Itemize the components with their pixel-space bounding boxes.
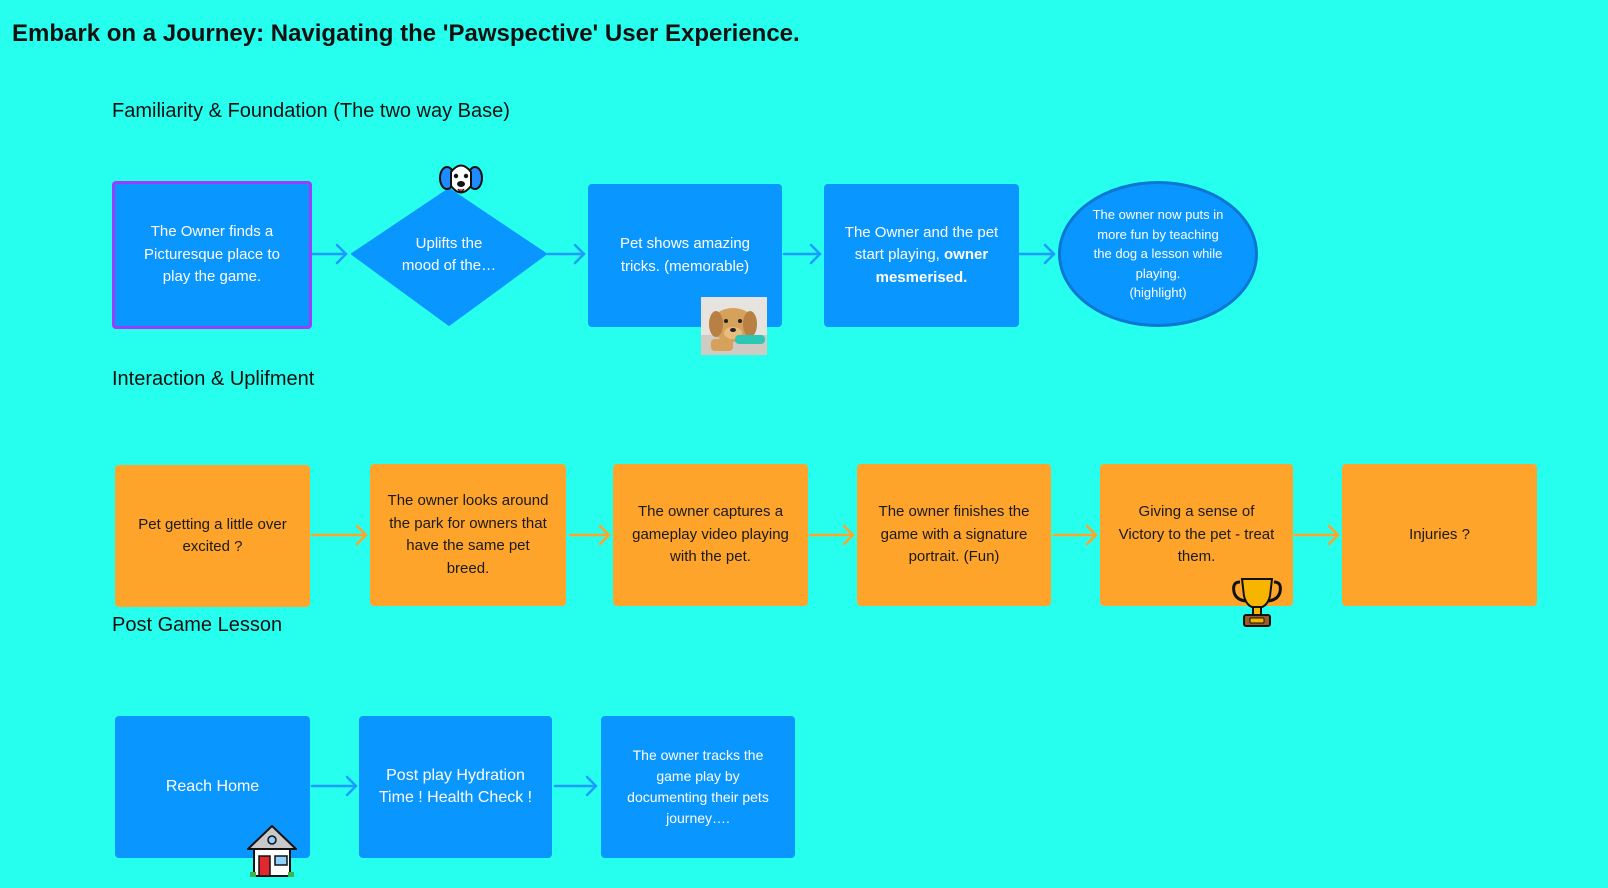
node-signature-portrait-label: The owner finishes the game with a signa…: [878, 503, 1030, 566]
node-injuries-label: Injuries ?: [1409, 525, 1470, 543]
arrow-r1-4[interactable]: [1018, 243, 1056, 265]
node-highlight-tag: (highlight): [1129, 285, 1187, 301]
arrow-r2-3[interactable]: [808, 524, 855, 546]
section-heading-post-game: Post Game Lesson: [112, 614, 283, 636]
arrow-r2-5[interactable]: [1293, 524, 1340, 546]
node-highlight-ellipse[interactable]: The owner now puts in more fun by teachi…: [1058, 181, 1258, 327]
node-hydration-label: Post play Hydration Time ! Health Check …: [378, 766, 533, 807]
puppy-photo: [701, 297, 767, 355]
node-over-excited-label: Pet getting a little over excited ?: [138, 515, 287, 556]
arrow-r2-1[interactable]: [310, 524, 368, 546]
node-find-place[interactable]: The Owner finds a Picturesque place to p…: [112, 181, 312, 329]
section-heading-interaction: Interaction & Uplifment: [112, 368, 315, 390]
node-start-playing-label: The Owner and the pet start playing, own…: [824, 222, 1019, 290]
node-highlight-label: The owner now puts in more fun by teachi…: [1061, 205, 1255, 303]
node-over-excited[interactable]: Pet getting a little over excited ?: [115, 465, 310, 607]
node-track-journey-label: The owner tracks the game play by docume…: [627, 747, 769, 826]
arrow-r3-2[interactable]: [553, 775, 598, 797]
node-look-around[interactable]: The owner looks around the park for owne…: [370, 464, 566, 606]
arrow-r1-1[interactable]: [304, 243, 348, 265]
arrow-r2-2[interactable]: [568, 524, 611, 546]
arrow-r2-4[interactable]: [1052, 524, 1098, 546]
arrow-r1-2[interactable]: [546, 243, 586, 265]
house-icon: [247, 825, 297, 877]
dog-face-icon: [439, 164, 483, 194]
node-uplifts-mood-label: Uplifts the mood of the…: [401, 234, 497, 275]
node-pet-tricks-label: Pet shows amazing tricks. (memorable): [619, 235, 751, 275]
node-injuries[interactable]: Injuries ?: [1342, 464, 1537, 606]
arrow-r3-1[interactable]: [310, 775, 358, 797]
node-reach-home-label: Reach Home: [165, 777, 260, 795]
node-start-playing-text: The Owner and the pet start playing,: [844, 223, 999, 264]
node-signature-portrait[interactable]: The owner finishes the game with a signa…: [857, 464, 1051, 606]
node-highlight-text: The owner now puts in more fun by teachi…: [1092, 207, 1224, 281]
node-capture-video[interactable]: The owner captures a gameplay video play…: [613, 464, 808, 606]
node-hydration[interactable]: Post play Hydration Time ! Health Check …: [359, 716, 552, 858]
node-start-playing[interactable]: The Owner and the pet start playing, own…: [824, 184, 1019, 327]
node-capture-video-label: The owner captures a gameplay video play…: [632, 503, 789, 566]
page-title: Embark on a Journey: Navigating the 'Paw…: [12, 20, 800, 47]
node-uplifts-mood: Uplifts the mood of the…: [395, 225, 503, 285]
node-track-journey[interactable]: The owner tracks the game play by docume…: [601, 716, 795, 858]
node-find-place-label: The Owner finds a Picturesque place to p…: [144, 223, 280, 286]
node-victory-treat-label: Giving a sense of Victory to the pet - t…: [1118, 503, 1275, 566]
node-look-around-label: The owner looks around the park for owne…: [387, 492, 549, 577]
node-uplifts-mood-diamond[interactable]: [350, 187, 548, 327]
node-start-playing-bold: owner mesmerised.: [875, 246, 989, 286]
section-heading-familiarity: Familiarity & Foundation (The two way Ba…: [112, 100, 510, 122]
trophy-icon: [1232, 578, 1282, 627]
arrow-r1-3[interactable]: [782, 243, 822, 265]
